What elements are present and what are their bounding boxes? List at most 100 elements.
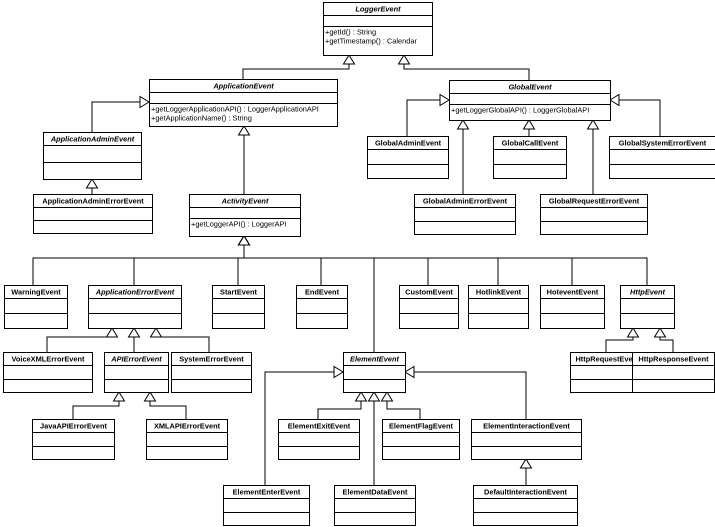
class-name: HttpEvent [630, 288, 665, 297]
edge-line [619, 99, 661, 136]
generalization-arrowhead [456, 119, 470, 130]
class-box [382, 419, 460, 460]
edge-line [149, 401, 187, 419]
class-box [493, 136, 567, 179]
edge-line [403, 64, 530, 80]
class-name: XMLAPIErrorEvent [154, 422, 221, 431]
inheritance-hotevent-event-to-activity-event [237, 235, 573, 285]
class-name: ApplicationAdminErrorEvent [42, 197, 144, 206]
generalization-arrowhead [139, 95, 150, 109]
edge-line [243, 245, 648, 285]
class-name: ElementInteractionEvent [483, 422, 570, 431]
inheritance-application-admin-event-to-application-event [91, 95, 150, 132]
inheritance-global-event-to-logger-event [397, 54, 530, 80]
class-xmlapi-error-event: XMLAPIErrorEvent [146, 419, 228, 460]
class-global-admin-error-event: GlobalAdminErrorEvent [414, 194, 516, 235]
generalization-arrowhead [522, 119, 536, 130]
class-box [171, 352, 252, 393]
class-name: LoggerEvent [355, 5, 401, 14]
class-element-enter-event: ElementEnterEvent [223, 485, 310, 526]
class-name: GlobalEvent [508, 83, 552, 92]
class-name: ApplicationEvent [212, 82, 274, 91]
class-box [471, 419, 582, 460]
edge-line [243, 245, 573, 285]
class-box [468, 285, 529, 329]
class-boxes: LoggerEvent +getId() : String+getTimestam… [3, 2, 715, 526]
class-activity-event: ActivityEvent+getLoggerAPI() : LoggerAPI [189, 194, 301, 237]
class-name: DefaultInteractionEvent [484, 488, 567, 497]
class-start-event: StartEvent [212, 285, 265, 329]
operation: +getLoggerGlobalAPI() : LoggerGlobalAPI [451, 106, 589, 115]
class-box [278, 419, 360, 460]
class-name: ApplicationAdminEvent [50, 135, 135, 144]
operation: +getLoggerApplicationAPI() : LoggerAppli… [151, 105, 319, 114]
class-box [88, 285, 182, 329]
edge-line [156, 336, 210, 352]
operation: +getTimestamp() : Calendar [325, 37, 417, 46]
inheritance-global-admin-error-event-to-global-event [456, 119, 470, 194]
class-box [343, 352, 406, 393]
class-box [473, 485, 578, 526]
class-voice-xml-error-event: VoiceXMLErrorEvent [3, 352, 93, 393]
class-box [609, 136, 715, 179]
class-element-exit-event: ElementExitEvent [278, 419, 360, 460]
generalization-arrowhead [586, 119, 600, 130]
class-name: ElementEnterEvent [233, 488, 301, 497]
class-name: ElementFlagEvent [389, 422, 454, 431]
edge-line [605, 337, 634, 352]
edge-line [659, 337, 674, 352]
class-box [399, 285, 459, 329]
inheritance-end-event-to-activity-event [237, 235, 322, 285]
class-name: SystemErrorEvent [179, 355, 244, 364]
class-name: JavaAPIErrorEvent [40, 422, 107, 431]
inheritance-edges [32, 54, 674, 485]
class-box [323, 2, 433, 56]
inheritance-java-api-error-event-to-api-error-event [72, 391, 126, 419]
class-box [43, 132, 142, 180]
class-global-request-error-event: GlobalRequestErrorEvent [540, 194, 648, 235]
generalization-arrowhead [85, 178, 99, 189]
generalization-arrowhead [354, 391, 368, 402]
class-box [4, 285, 68, 329]
generalization-arrowhead [105, 327, 119, 338]
class-element-data-event: ElementDataEvent [334, 485, 416, 526]
class-custom-event: CustomEvent [399, 285, 459, 329]
class-name: HoteventEvent [547, 288, 599, 297]
class-hotlink-event: HotlinkEvent [468, 285, 529, 329]
class-box [3, 352, 93, 393]
class-box [212, 285, 265, 329]
class-global-event: GlobalEvent +getLoggerGlobalAPI() : Logge… [449, 80, 611, 121]
class-name: ApplicationErrorEvent [95, 288, 175, 297]
class-name: WarningEvent [11, 288, 61, 297]
edge-line [243, 245, 322, 285]
edge-line [264, 371, 334, 485]
edge-line [237, 245, 245, 285]
edge-line [243, 245, 429, 285]
edge-line [91, 101, 140, 132]
class-box [540, 285, 605, 329]
class-application-event: ApplicationEvent +getLoggerApplicationAPI… [149, 79, 338, 127]
inheritance-xmlapi-error-event-to-api-error-event [143, 391, 187, 419]
inheritance-element-data-event-to-element-event [367, 391, 381, 485]
class-name: VoiceXMLErrorEvent [12, 355, 86, 364]
class-end-event: EndEvent [296, 285, 348, 329]
class-element-flag-event: ElementFlagEvent [382, 419, 460, 460]
class-api-error-event: APIErrorEvent [104, 352, 169, 393]
generalization-arrowhead [519, 458, 533, 469]
inheritance-default-interaction-event-to-element-interaction-event [519, 458, 533, 485]
class-element-interaction-event: ElementInteractionEvent [471, 419, 582, 460]
class-name: GlobalAdminEvent [375, 139, 442, 148]
generalization-arrowhead [380, 391, 394, 402]
class-box [104, 352, 169, 393]
operation: +getId() : String [325, 28, 376, 37]
class-default-interaction-event: DefaultInteractionEvent [473, 485, 578, 526]
edge-line [242, 64, 350, 79]
inheritance-api-error-event-to-application-error-event [127, 327, 141, 352]
class-logger-event: LoggerEvent +getId() : String+getTimestam… [323, 2, 433, 56]
generalization-arrowhead [609, 93, 620, 107]
inheritance-global-admin-event-to-global-event [406, 93, 450, 136]
inheritance-global-system-error-event-to-global-event [609, 93, 661, 136]
inheritance-system-error-event-to-application-error-event [149, 327, 210, 352]
inheritance-application-error-event-to-activity-event [133, 235, 251, 285]
inheritance-element-exit-event-to-element-event [317, 391, 368, 419]
